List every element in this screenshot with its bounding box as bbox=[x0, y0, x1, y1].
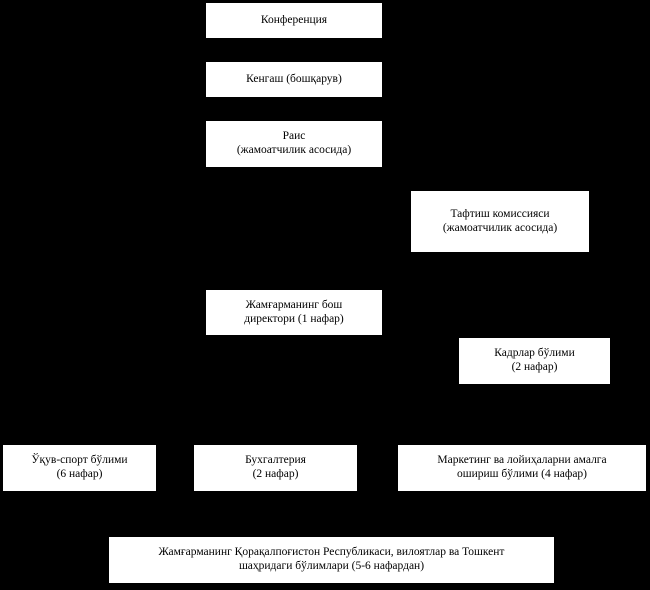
connector-to-accounting bbox=[275, 420, 276, 444]
connector-conference-to-council bbox=[293, 39, 294, 61]
connector-chairman-to-audit bbox=[293, 221, 410, 222]
node-hr-department-label: Кадрлар бўлими (2 нафар) bbox=[494, 347, 575, 373]
connector-to-education-sport bbox=[79, 420, 80, 444]
node-regional-branches[interactable]: Жамғарманинг Қорақалпоғистон Республикас… bbox=[108, 536, 555, 584]
node-marketing-projects-department[interactable]: Маркетинг ва лойиҳаларни амалга ошириш б… bbox=[397, 444, 647, 492]
node-conference-label: Конференция bbox=[260, 13, 328, 26]
node-marketing-projects-department-label: Маркетинг ва лойиҳаларни амалга ошириш б… bbox=[437, 454, 607, 480]
node-chairman-label: Раис (жамоатчилик асосида) bbox=[236, 130, 352, 156]
connector-chairman-down bbox=[293, 168, 294, 289]
connector-department-row bbox=[79, 420, 522, 421]
node-education-sport-department[interactable]: Ўқув-спорт бўлими (6 нафар) bbox=[2, 444, 157, 492]
node-audit-commission[interactable]: Тафтиш комиссияси (жамоатчилик асосида) bbox=[410, 190, 590, 253]
connector-to-regional-branches bbox=[331, 492, 332, 536]
connector-director-down bbox=[293, 336, 294, 444]
node-general-director[interactable]: Жамғарманинг бош директори (1 нафар) bbox=[205, 289, 383, 336]
node-council[interactable]: Кенгаш (бошқарув) bbox=[205, 61, 383, 98]
node-hr-department[interactable]: Кадрлар бўлими (2 нафар) bbox=[458, 337, 611, 385]
node-accounting-department[interactable]: Бухгалтерия (2 нафар) bbox=[193, 444, 358, 492]
node-regional-branches-label: Жамғарманинг Қорақалпоғистон Республикас… bbox=[158, 546, 505, 572]
node-audit-commission-label: Тафтиш комиссияси (жамоатчилик асосида) bbox=[442, 207, 558, 234]
connector-director-to-hr bbox=[293, 361, 458, 362]
node-education-sport-department-label: Ўқув-спорт бўлими (6 нафар) bbox=[31, 454, 128, 480]
node-accounting-department-label: Бухгалтерия (2 нафар) bbox=[245, 454, 306, 480]
node-general-director-label: Жамғарманинг бош директори (1 нафар) bbox=[244, 298, 344, 325]
node-council-label: Кенгаш (бошқарув) bbox=[246, 72, 342, 85]
node-chairman[interactable]: Раис (жамоатчилик асосида) bbox=[205, 120, 383, 168]
connector-council-to-chairman bbox=[293, 98, 294, 120]
connector-to-marketing bbox=[522, 420, 523, 444]
node-conference[interactable]: Конференция bbox=[205, 2, 383, 39]
